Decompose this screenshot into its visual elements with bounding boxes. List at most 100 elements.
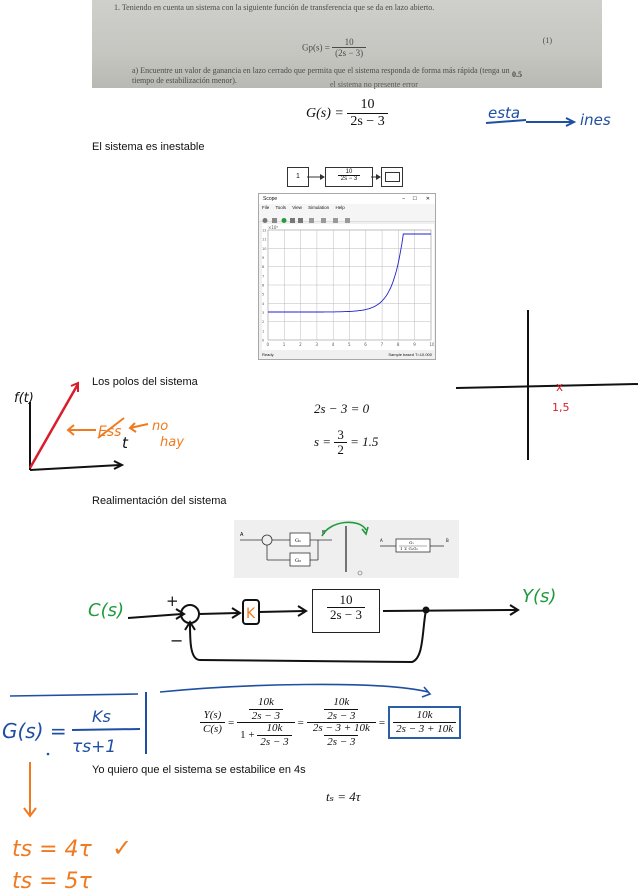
esta-underline bbox=[485, 119, 527, 124]
y-tick-label: 6 bbox=[262, 284, 264, 288]
svg-text:B: B bbox=[446, 538, 449, 543]
step-icon[interactable] bbox=[290, 218, 295, 223]
gs-den: τs+1 bbox=[72, 737, 116, 757]
cs-label: C(s) bbox=[88, 600, 124, 621]
gain-k: K bbox=[246, 606, 256, 622]
x-tick-label: 10 bbox=[430, 342, 435, 347]
x-tick-label: 7 bbox=[381, 342, 384, 347]
x-tick-label: 6 bbox=[364, 342, 367, 347]
hay-text: hay bbox=[160, 435, 184, 450]
real-axis bbox=[455, 383, 639, 389]
y-tick-label: 12 bbox=[262, 229, 266, 233]
minus-sign: − bbox=[170, 631, 183, 650]
gain-block bbox=[242, 599, 260, 625]
x-tick-label: 9 bbox=[413, 342, 416, 347]
pole-eq-a: 2s − 3 = 0 bbox=[314, 401, 370, 416]
ys-label: Y(s) bbox=[522, 586, 556, 607]
scope-titlebar: Scope – ☐ ✕ bbox=[259, 194, 435, 204]
stop-icon[interactable] bbox=[298, 218, 303, 223]
unstable-text: El sistema es inestable bbox=[92, 141, 205, 153]
autoscale-icon[interactable] bbox=[333, 218, 338, 223]
arrow-2 bbox=[371, 174, 381, 180]
closed-loop-sketch: C(s) + − K Y(s) bbox=[88, 586, 556, 664]
feedback-path bbox=[189, 609, 427, 664]
feedback-reference-image: A G₁ B G₂ A G₁ 1 ∓ G₁G₂ B bbox=[234, 520, 459, 578]
status-sample: Sample based T=10.000 bbox=[388, 352, 432, 357]
gp-equation: Gp(s) = 10(2s − 3) bbox=[302, 37, 367, 59]
growing-response bbox=[28, 383, 80, 469]
poles-text: Los polos del sistema bbox=[92, 376, 198, 388]
scope-menubar: File Tools View Simulation Help bbox=[259, 204, 435, 212]
ess-crossed: Ess bbox=[98, 424, 121, 440]
s-plane-sketch: x 1,5 bbox=[455, 310, 639, 460]
settings-icon[interactable] bbox=[262, 218, 268, 223]
y-tick-label: 3 bbox=[262, 311, 264, 315]
svg-text:1 ∓ G₁G₂: 1 ∓ G₁G₂ bbox=[400, 546, 418, 551]
x-tick-label: 4 bbox=[332, 342, 335, 347]
part-a-score: 0.5 bbox=[512, 70, 522, 79]
x-tick-label: 3 bbox=[315, 342, 318, 347]
pan-icon[interactable] bbox=[321, 218, 326, 223]
menu-file[interactable]: File bbox=[262, 205, 270, 210]
gs-label: G(s) = bbox=[2, 719, 67, 743]
gs-num: Ks bbox=[92, 707, 111, 726]
scope-title: Scope bbox=[263, 196, 278, 202]
cursor-icon[interactable] bbox=[345, 218, 350, 223]
y-tick-label: 11 bbox=[262, 238, 266, 242]
response-curve bbox=[268, 233, 431, 313]
y-tick-label: 8 bbox=[262, 265, 264, 269]
scope-statusbar: Ready Sample based T=10.000 bbox=[259, 351, 435, 359]
x-tick-label: 2 bbox=[299, 342, 302, 347]
checkmark: ✓ bbox=[112, 834, 132, 862]
y-tick-label: 5 bbox=[262, 293, 264, 297]
menu-simulation[interactable]: Simulation bbox=[308, 205, 330, 210]
menu-help[interactable]: Help bbox=[335, 205, 345, 210]
ts-5tau: ts = 5τ bbox=[12, 869, 93, 891]
blue-arrow bbox=[159, 683, 429, 693]
arrow-1 bbox=[307, 174, 325, 180]
pole-marker: x bbox=[556, 380, 563, 394]
cursor-mark bbox=[357, 570, 363, 576]
g2-block bbox=[289, 552, 311, 567]
scope-block bbox=[381, 167, 403, 187]
menu-tools[interactable]: Tools bbox=[275, 205, 286, 210]
zoom-icon[interactable] bbox=[309, 218, 314, 223]
x-tick-label: 1 bbox=[283, 342, 286, 347]
maximize-button[interactable]: ☐ bbox=[412, 196, 417, 202]
menu-view[interactable]: View bbox=[292, 205, 302, 210]
svg-text:A: A bbox=[240, 532, 244, 538]
y-tick-label: 4 bbox=[262, 302, 265, 306]
open-icon[interactable] bbox=[272, 218, 277, 223]
t-label: t bbox=[122, 434, 129, 452]
equation-number: (1) bbox=[542, 36, 552, 45]
part-b-fragment: el sistema no presente error bbox=[330, 80, 418, 89]
orange-arrow-2 bbox=[129, 423, 149, 429]
minimize-button[interactable]: – bbox=[402, 196, 405, 202]
close-button[interactable]: ✕ bbox=[425, 196, 430, 202]
y-tick-label: 10 bbox=[262, 247, 266, 251]
sum-junction bbox=[261, 534, 273, 546]
ts-4tau: ts = 4τ bbox=[12, 837, 93, 862]
exercise-photo: 1. Teniendo en cuenta un sistema con la … bbox=[92, 0, 602, 88]
pole-value: 1,5 bbox=[552, 401, 570, 414]
esta-ines-annotation: esta ines bbox=[485, 104, 611, 129]
svg-text:G₂: G₂ bbox=[295, 558, 301, 564]
g1-block bbox=[289, 532, 311, 547]
y-tick-label: 2 bbox=[262, 320, 264, 324]
part-a-statement: a) Encuentre un valor de ganancia en laz… bbox=[132, 66, 510, 85]
x-axis bbox=[29, 464, 121, 471]
feedback-svg: A G₁ B G₂ A G₁ 1 ∓ G₁G₂ B bbox=[240, 521, 449, 576]
red-arrow-head bbox=[70, 381, 79, 392]
y-tick-label: 7 bbox=[262, 274, 264, 278]
run-icon[interactable] bbox=[281, 218, 287, 223]
svg-text:G₁: G₁ bbox=[409, 540, 414, 545]
svg-text:G₁: G₁ bbox=[295, 538, 301, 544]
